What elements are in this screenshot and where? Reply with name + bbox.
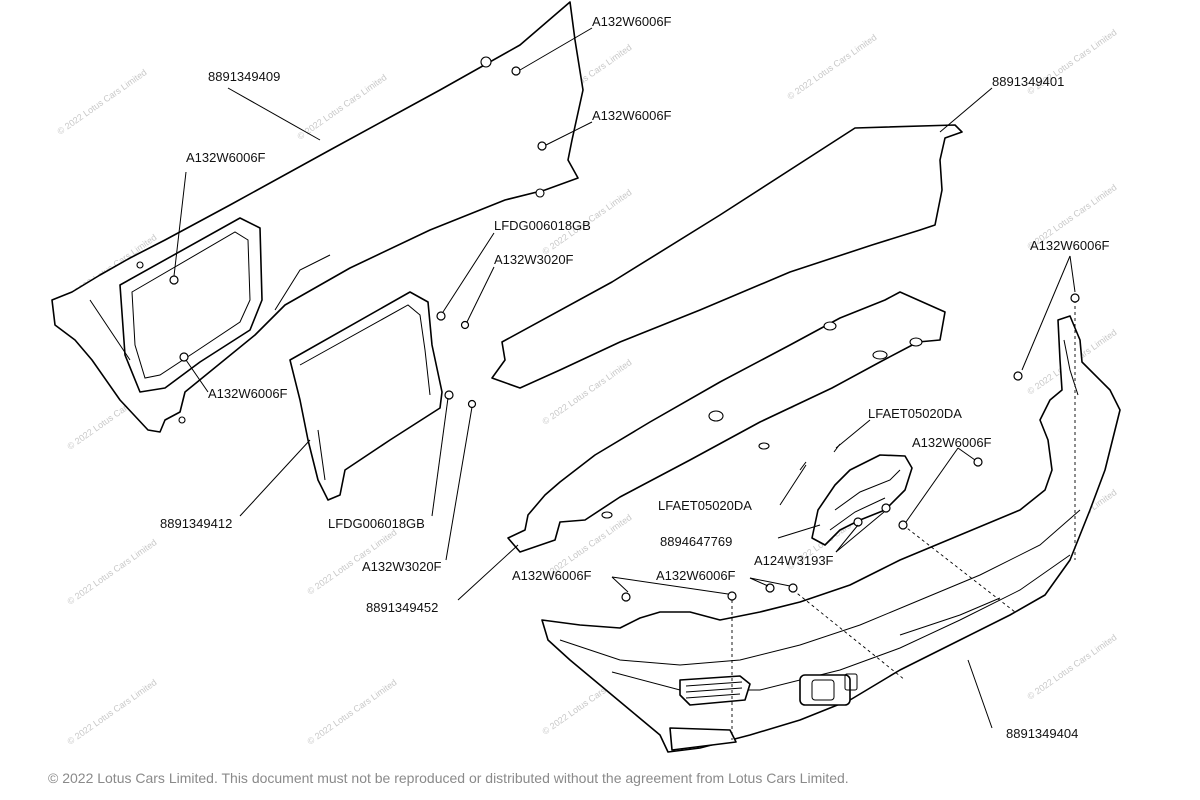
fastener — [727, 591, 737, 601]
fastener — [973, 457, 983, 467]
fastener — [1070, 293, 1080, 303]
mounting-hole — [136, 261, 144, 269]
fastener — [621, 592, 631, 602]
leader-lines — [173, 27, 1076, 729]
fastener — [881, 503, 891, 513]
panel-hole — [758, 442, 770, 450]
fastener — [788, 583, 798, 593]
rear-bumper-part — [541, 315, 1121, 753]
watermark: © 2022 Lotus Cars Limited — [55, 67, 148, 136]
label-a132w6006f: A132W6006F — [1030, 238, 1110, 253]
mounting-hole — [535, 188, 545, 198]
fastener — [537, 141, 547, 151]
part-labels: A132W6006F A132W6006F 8891349409 A132W60… — [160, 14, 1110, 741]
fastener — [179, 352, 189, 362]
label-a132w3020f: A132W3020F — [494, 252, 574, 267]
upper-panel-part — [51, 1, 584, 433]
handle-housing-part — [811, 454, 913, 546]
fastener — [444, 390, 454, 400]
label-a132w3020f: A132W3020F — [362, 559, 442, 574]
label-a132w6006f: A132W6006F — [208, 386, 288, 401]
label-a132w6006f: A132W6006F — [656, 568, 736, 583]
label-small-bracket: 8891349412 — [160, 516, 232, 531]
panel-hole — [872, 350, 888, 360]
small-bracket-part — [289, 291, 443, 501]
label-a124w3193f: A124W3193F — [754, 553, 834, 568]
fastener — [799, 461, 807, 471]
label-a132w6006f: A132W6006F — [592, 14, 672, 29]
watermark: © 2022 Lotus Cars Limited — [65, 537, 158, 606]
panel-hole — [708, 410, 724, 422]
label-a132w6006f: A132W6006F — [512, 568, 592, 583]
label-lfaet05020da: LFAET05020DA — [868, 406, 962, 421]
label-lfdg006018gb: LFDG006018GB — [494, 218, 591, 233]
copyright-notice: © 2022 Lotus Cars Limited. This document… — [48, 770, 849, 786]
fastener — [1013, 371, 1023, 381]
fasteners — [169, 66, 1080, 602]
label-a132w6006f: A132W6006F — [592, 108, 672, 123]
panel-hole — [601, 511, 613, 519]
watermark: © 2022 Lotus Cars Limited — [785, 32, 878, 101]
label-lfaet05020da: LFAET05020DA — [658, 498, 752, 513]
label-middle-panel: 8891349452 — [366, 600, 438, 615]
middle-panel-part — [507, 291, 946, 553]
label-a132w6006f: A132W6006F — [186, 150, 266, 165]
installation-lines — [731, 300, 1076, 740]
long-panel-part — [491, 124, 963, 389]
fastener — [511, 66, 521, 76]
watermark: © 2022 Lotus Cars Limited — [305, 677, 398, 746]
fastener — [436, 311, 446, 321]
label-upper-panel: 8891349409 — [208, 69, 280, 84]
label-lfdg006018gb: LFDG006018GB — [328, 516, 425, 531]
watermark: © 2022 Lotus Cars Limited — [1025, 632, 1118, 701]
label-bumper: 8891349404 — [1006, 726, 1078, 741]
watermark: © 2022 Lotus Cars Limited — [65, 677, 158, 746]
fastener — [460, 320, 470, 330]
fastener — [853, 517, 863, 527]
fastener — [169, 275, 179, 285]
mounting-hole — [480, 56, 492, 68]
mounting-hole — [178, 416, 186, 424]
label-handle-housing: 8894647769 — [660, 534, 732, 549]
panel-hole — [823, 321, 837, 331]
fastener — [467, 399, 477, 409]
panel-hole — [909, 337, 923, 347]
label-long-panel: 8891349401 — [992, 74, 1064, 89]
label-a132w6006f: A132W6006F — [912, 435, 992, 450]
fastener — [898, 520, 908, 530]
